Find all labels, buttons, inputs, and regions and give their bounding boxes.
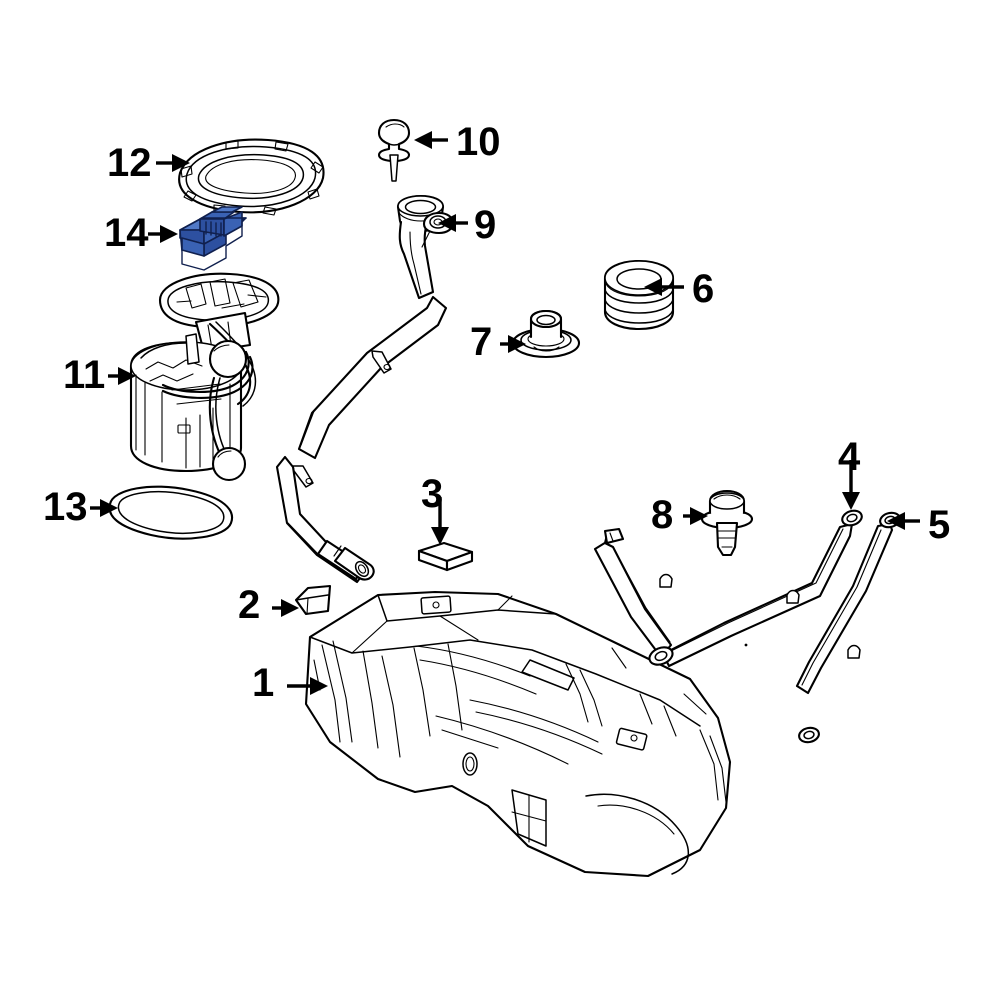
part-filler-pipe-grommet[interactable] bbox=[603, 259, 675, 331]
callout-arrow-3 bbox=[431, 497, 449, 545]
callout-label-3[interactable]: 3 bbox=[421, 472, 444, 516]
callout-arrow-1 bbox=[287, 677, 328, 695]
callout-label-1[interactable]: 1 bbox=[252, 661, 275, 705]
part-fuel-pump-access-cover[interactable] bbox=[178, 138, 325, 216]
callout-arrow-7 bbox=[500, 335, 526, 353]
part-fuel-pump-retainer-clip[interactable] bbox=[179, 206, 247, 271]
callout-arrow-13 bbox=[90, 499, 118, 517]
callout-label-5[interactable]: 5 bbox=[928, 503, 951, 547]
callout-label-9[interactable]: 9 bbox=[474, 203, 497, 247]
part-tank-strap-right[interactable] bbox=[795, 511, 901, 744]
part-tank-pad-square[interactable] bbox=[417, 541, 474, 572]
callout-label-11[interactable]: 11 bbox=[63, 353, 106, 397]
callout-arrow-10 bbox=[414, 131, 448, 149]
callout-arrow-12 bbox=[156, 154, 190, 172]
callout-arrow-14 bbox=[148, 225, 178, 243]
callout-arrow-6 bbox=[644, 278, 684, 296]
callout-label-2[interactable]: 2 bbox=[238, 583, 261, 627]
callout-arrow-9 bbox=[438, 214, 468, 232]
callout-label-6[interactable]: 6 bbox=[692, 267, 715, 311]
callout-label-10[interactable]: 10 bbox=[456, 120, 501, 164]
callout-label-4[interactable]: 4 bbox=[838, 435, 861, 479]
part-fuel-pump-sending-unit[interactable] bbox=[129, 272, 280, 482]
part-tank-pad-small[interactable] bbox=[294, 584, 332, 616]
callout-label-13[interactable]: 13 bbox=[43, 485, 88, 529]
part-strap-mounting-bolt[interactable] bbox=[700, 489, 754, 557]
callout-arrow-4 bbox=[842, 460, 860, 510]
callout-arrow-8 bbox=[683, 507, 708, 525]
part-fuel-tank-vent-valve[interactable] bbox=[377, 118, 411, 182]
callout-arrow-5 bbox=[887, 512, 920, 530]
part-vent-line-grommet[interactable] bbox=[511, 309, 581, 359]
callout-arrow-11 bbox=[108, 367, 136, 385]
callout-label-8[interactable]: 8 bbox=[651, 493, 674, 537]
part-fuel-tank[interactable] bbox=[304, 590, 732, 878]
callout-label-12[interactable]: 12 bbox=[107, 141, 152, 185]
callout-arrow-2 bbox=[272, 599, 299, 617]
callout-label-7[interactable]: 7 bbox=[470, 320, 493, 364]
part-fuel-pump-seal-oring[interactable] bbox=[108, 485, 234, 540]
part-fuel-filler-neck-pipe[interactable] bbox=[275, 194, 455, 584]
part-tank-strap-center[interactable] bbox=[593, 508, 864, 668]
callout-label-14[interactable]: 14 bbox=[104, 211, 149, 255]
